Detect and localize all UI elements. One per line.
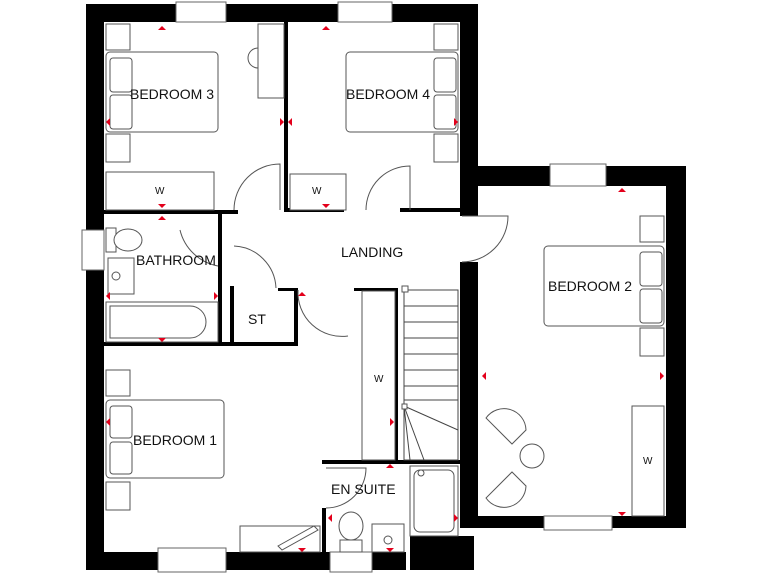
wardrobe-label-bedroom3: W [155, 186, 165, 197]
staircase [401, 285, 459, 461]
ensuite-furniture [325, 465, 459, 553]
room-label-bedroom1: BEDROOM 1 [133, 432, 218, 448]
wardrobe-label-bedroom2: W [643, 456, 653, 467]
room-label-bedroom3: BEDROOM 3 [130, 86, 215, 102]
windows [81, 1, 613, 573]
room-label-store: ST [248, 311, 266, 327]
room-label-landing: LANDING [341, 244, 404, 260]
room-label-ensuite: EN SUITE [331, 481, 396, 497]
room-label-bathroom: BATHROOM [136, 252, 216, 268]
bedroom3-furniture [105, 23, 285, 211]
exterior-walls [86, 4, 686, 570]
bedroom4-furniture [289, 23, 459, 211]
room-label-bedroom2: BEDROOM 2 [548, 278, 633, 294]
bedroom1-furniture [105, 369, 321, 553]
room-label-bedroom4: BEDROOM 4 [346, 86, 431, 102]
bedroom2-furniture [461, 215, 665, 517]
bathroom-furniture [105, 227, 219, 343]
landing-wardrobe [361, 290, 396, 461]
wardrobe-label-bedroom4: W [312, 186, 322, 197]
electrical-markers [106, 26, 664, 552]
landing-doors [233, 245, 349, 337]
wardrobe-label-landing: W [374, 374, 384, 385]
